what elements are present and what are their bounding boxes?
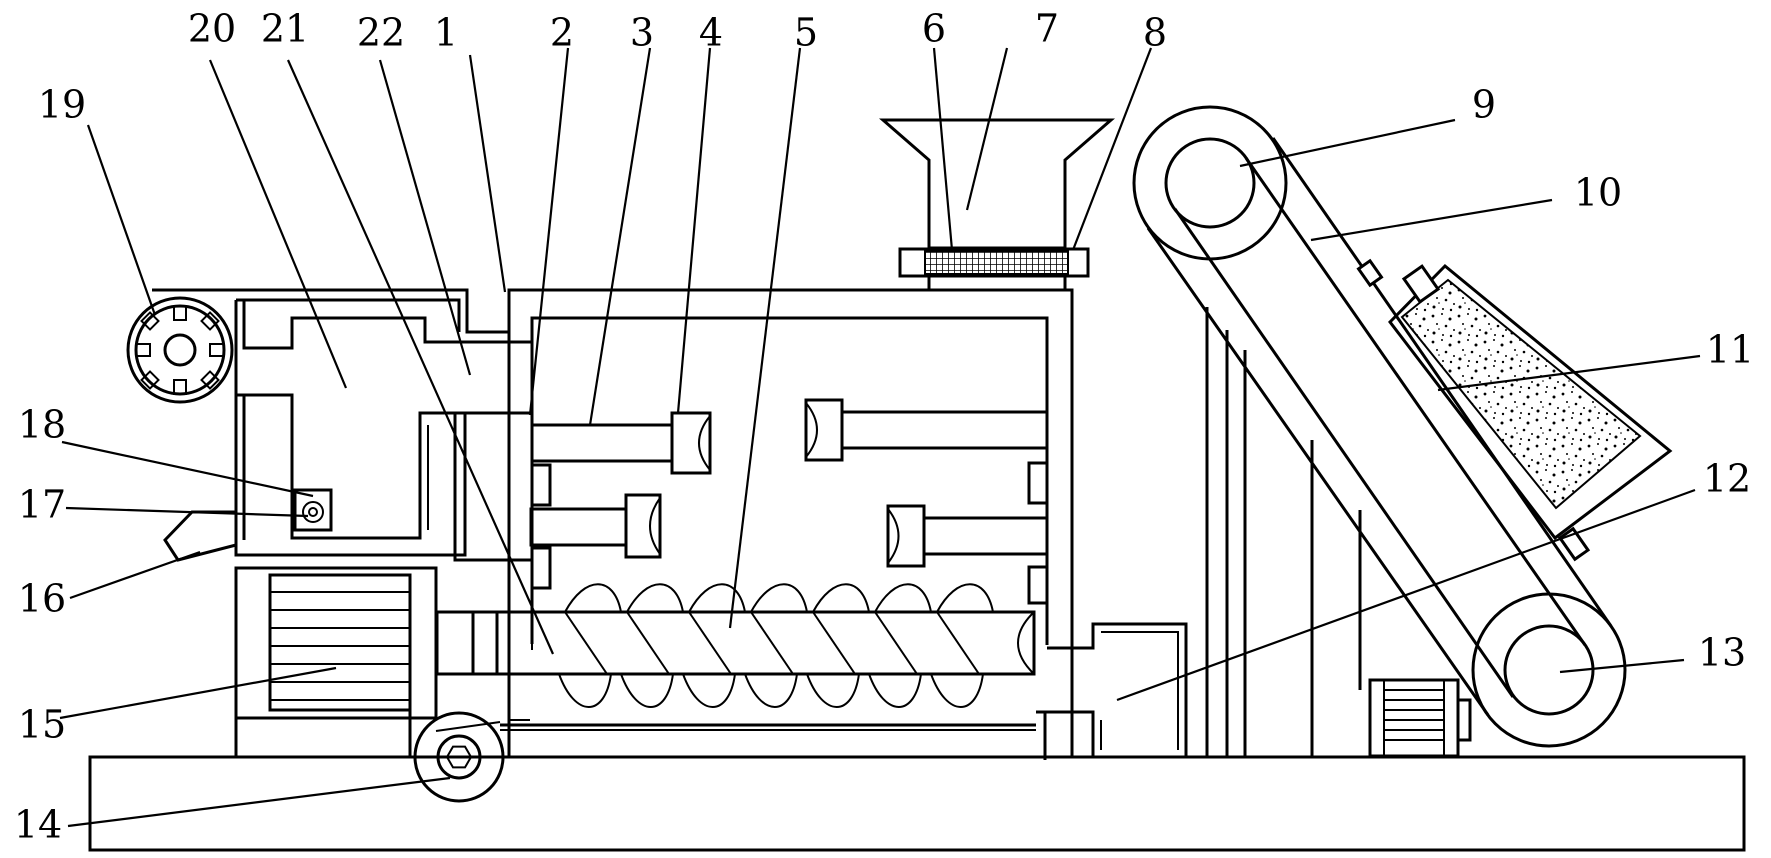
callout-9: 9 xyxy=(1472,83,1496,127)
callout-18: 18 xyxy=(18,403,66,447)
callout-11: 11 xyxy=(1706,328,1754,372)
callout-16: 16 xyxy=(18,577,66,621)
drive-pulley xyxy=(413,711,505,803)
filter-screen xyxy=(898,247,1090,278)
callout-4: 4 xyxy=(699,11,723,55)
callout-15: 15 xyxy=(18,703,66,747)
base-plate xyxy=(88,755,1746,852)
callout-12: 12 xyxy=(1703,457,1751,501)
callout-20: 20 xyxy=(188,7,236,51)
discharge-spout xyxy=(163,510,237,562)
callout-21: 21 xyxy=(261,7,309,51)
outlet-valve xyxy=(293,488,333,532)
callout-10: 10 xyxy=(1574,171,1622,215)
fan xyxy=(126,296,234,404)
main-housing xyxy=(507,288,1074,759)
callout-3: 3 xyxy=(630,11,654,55)
callout-2: 2 xyxy=(550,11,574,55)
callout-1: 1 xyxy=(434,11,458,55)
callout-17: 17 xyxy=(18,483,66,527)
screw-conveyor xyxy=(435,583,1036,708)
spray-tank xyxy=(1356,258,1673,562)
callout-5: 5 xyxy=(794,11,818,55)
support-posts xyxy=(1205,307,1362,757)
callout-labels: 1 2 3 4 5 6 7 8 9 10 11 12 13 14 15 16 1… xyxy=(14,7,1754,847)
callout-22: 22 xyxy=(357,11,405,55)
callout-19: 19 xyxy=(38,83,86,127)
callout-7: 7 xyxy=(1035,7,1059,51)
drive-motor xyxy=(1368,678,1472,758)
callout-8: 8 xyxy=(1143,11,1167,55)
callout-6: 6 xyxy=(922,7,946,51)
leader-lines xyxy=(59,47,1701,828)
air-duct xyxy=(152,288,534,590)
callout-13: 13 xyxy=(1698,631,1746,675)
callout-14: 14 xyxy=(14,803,62,847)
discharge-channel xyxy=(500,622,1188,760)
heater-block xyxy=(234,566,438,757)
crushing-shafts xyxy=(529,398,1049,605)
belt-conveyor xyxy=(1132,105,1627,748)
